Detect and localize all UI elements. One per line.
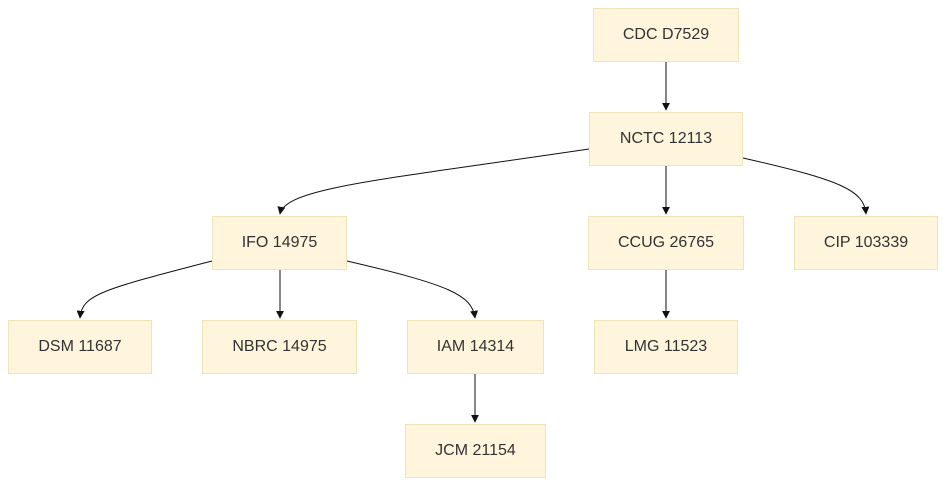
node-label: CIP 103339	[823, 234, 909, 251]
edge-ifo-iam	[346, 260, 479, 319]
node-label: CCUG 26765	[617, 234, 715, 251]
node-ccug: CCUG 26765	[588, 216, 744, 270]
node-nbrc: NBRC 14975	[202, 320, 357, 374]
node-nctc: NCTC 12113	[589, 112, 743, 166]
node-iam: IAM 14314	[407, 320, 544, 374]
node-ifo: IFO 14975	[212, 216, 347, 270]
node-label: NCTC 12113	[619, 130, 713, 147]
node-dsm: DSM 11687	[8, 320, 152, 374]
node-label: CDC D7529	[622, 26, 710, 43]
edge-nctc-cip	[742, 157, 870, 215]
edge-ifo-dsm	[76, 260, 213, 319]
node-lmg: LMG 11523	[594, 320, 738, 374]
node-cdc: CDC D7529	[593, 8, 739, 62]
node-label: IAM 14314	[436, 338, 515, 355]
node-label: LMG 11523	[624, 338, 708, 355]
edge-nctc-ifo	[277, 148, 590, 215]
node-jcm: JCM 21154	[405, 424, 546, 478]
node-label: JCM 21154	[435, 442, 516, 459]
node-label: DSM 11687	[38, 338, 122, 355]
node-label: IFO 14975	[241, 234, 318, 251]
node-label: NBRC 14975	[232, 338, 327, 355]
node-cip: CIP 103339	[794, 216, 938, 270]
